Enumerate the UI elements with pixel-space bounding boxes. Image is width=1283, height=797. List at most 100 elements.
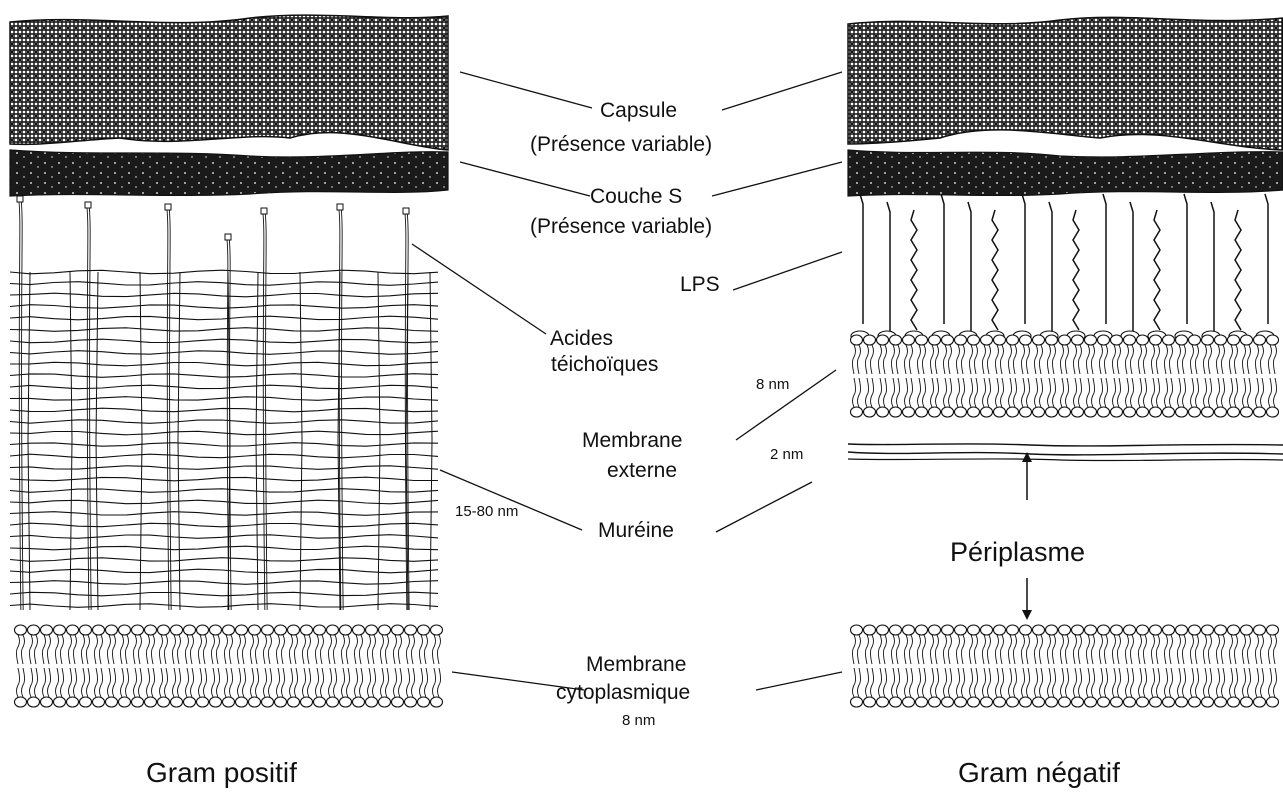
lipid-tail [1053,345,1056,374]
lipid-head [1007,697,1019,707]
glycan-strand [10,558,438,562]
lipid-tail [1178,345,1181,374]
lipid-head [379,625,391,635]
glycan-strand [10,523,438,527]
glycan-strand [10,477,438,481]
lipid-tail [126,635,129,664]
lipid-tail [165,635,168,664]
lipid-tail [230,635,233,664]
lipid-tail [277,635,280,664]
lipid-head [1202,335,1214,345]
lipid-tail [420,668,423,697]
lipid-tail [1144,668,1147,697]
lps-chain [992,210,998,330]
lipid-head [1098,407,1110,417]
label-couche-s: Couche S [590,184,682,209]
glycan-strand [10,385,438,389]
lipid-head [340,697,352,707]
lipid-tail [1040,635,1043,664]
lipid-head [1111,335,1123,345]
lipid-tail [1235,345,1238,374]
lipid-tail [43,635,46,664]
lipid-tail [866,378,869,407]
lipid-tail [1217,378,1220,407]
lipid-tail [1261,378,1264,407]
lipid-tail [1074,635,1077,664]
lipid-tail [1183,378,1186,407]
lipid-tail [1217,345,1220,374]
lipid-tail [879,378,882,407]
peptide-crosslink [96,272,98,610]
lipid-head [1215,407,1227,417]
lipid-tail [1027,345,1030,374]
lipid-tail [1066,668,1069,697]
label-thickness-mureine-neg: 2 nm [770,446,803,464]
lipid-tail [399,668,402,697]
lipid-tail [962,378,965,407]
lipid-tail [1074,345,1077,374]
lipid-tail [1248,345,1251,374]
lipid-tail [957,345,960,374]
outer-membrane-right [851,335,1279,417]
lipid-tail [82,635,85,664]
lipid-tail [1035,635,1038,664]
lipid-head [1267,335,1279,345]
lipid-head [1111,407,1123,417]
lipid-tail [988,668,991,697]
lipid-head [1267,625,1279,635]
lipid-head [288,697,300,707]
lipid-tail [957,668,960,697]
lipid-tail [342,668,345,697]
lipid-tail [82,668,85,697]
lipid-tail [438,668,441,697]
lipid-tail [1230,378,1233,407]
lipid-tail [1256,635,1259,664]
glycan-strand [10,489,438,493]
lipid-tail [1118,635,1121,664]
lipid-tail [1274,378,1277,407]
lipid-tail [173,668,176,697]
lipid-head [1228,697,1240,707]
lipid-tail [944,635,947,664]
glycan-strand [10,569,438,573]
lipid-head [431,697,443,707]
lipid-head [1046,407,1058,417]
lipid-tail [212,668,215,697]
lipid-tail [944,668,947,697]
lipid-head [67,625,79,635]
lipid-head [106,625,118,635]
lipid-head [223,625,235,635]
lipid-head [1046,697,1058,707]
lipid-tail [983,378,986,407]
lipid-tail [126,668,129,697]
lipid-head [916,335,928,345]
lipid-head [955,625,967,635]
label-thickness-cyto: 8 nm [622,712,655,730]
lipid-tail [910,635,913,664]
lipid-tail [892,345,895,374]
lipid-head [119,625,131,635]
lipid-head [275,697,287,707]
lps-chain [1103,194,1106,324]
lps-chain [1022,194,1025,324]
lipid-tail [1118,668,1121,697]
lipid-tail [1165,635,1168,664]
lipid-head [1072,335,1084,345]
lipid-tail [48,635,51,664]
lipid-tail [61,668,64,697]
lps-chain [1073,210,1079,330]
lipid-head [1059,697,1071,707]
lipid-tail [1105,345,1108,374]
lipid-head [1202,625,1214,635]
lipid-tail [975,378,978,407]
lipid-tail [113,668,116,697]
lipid-head [223,697,235,707]
lipid-tail [1274,668,1277,697]
label-periplasme: Périplasme [950,536,1085,568]
lipid-head [158,697,170,707]
lipid-head [942,697,954,707]
lipid-tail [1269,635,1272,664]
label-membrane-externe: Membrane [582,428,682,453]
lipid-tail [1053,635,1056,664]
lipid-head [1124,625,1136,635]
